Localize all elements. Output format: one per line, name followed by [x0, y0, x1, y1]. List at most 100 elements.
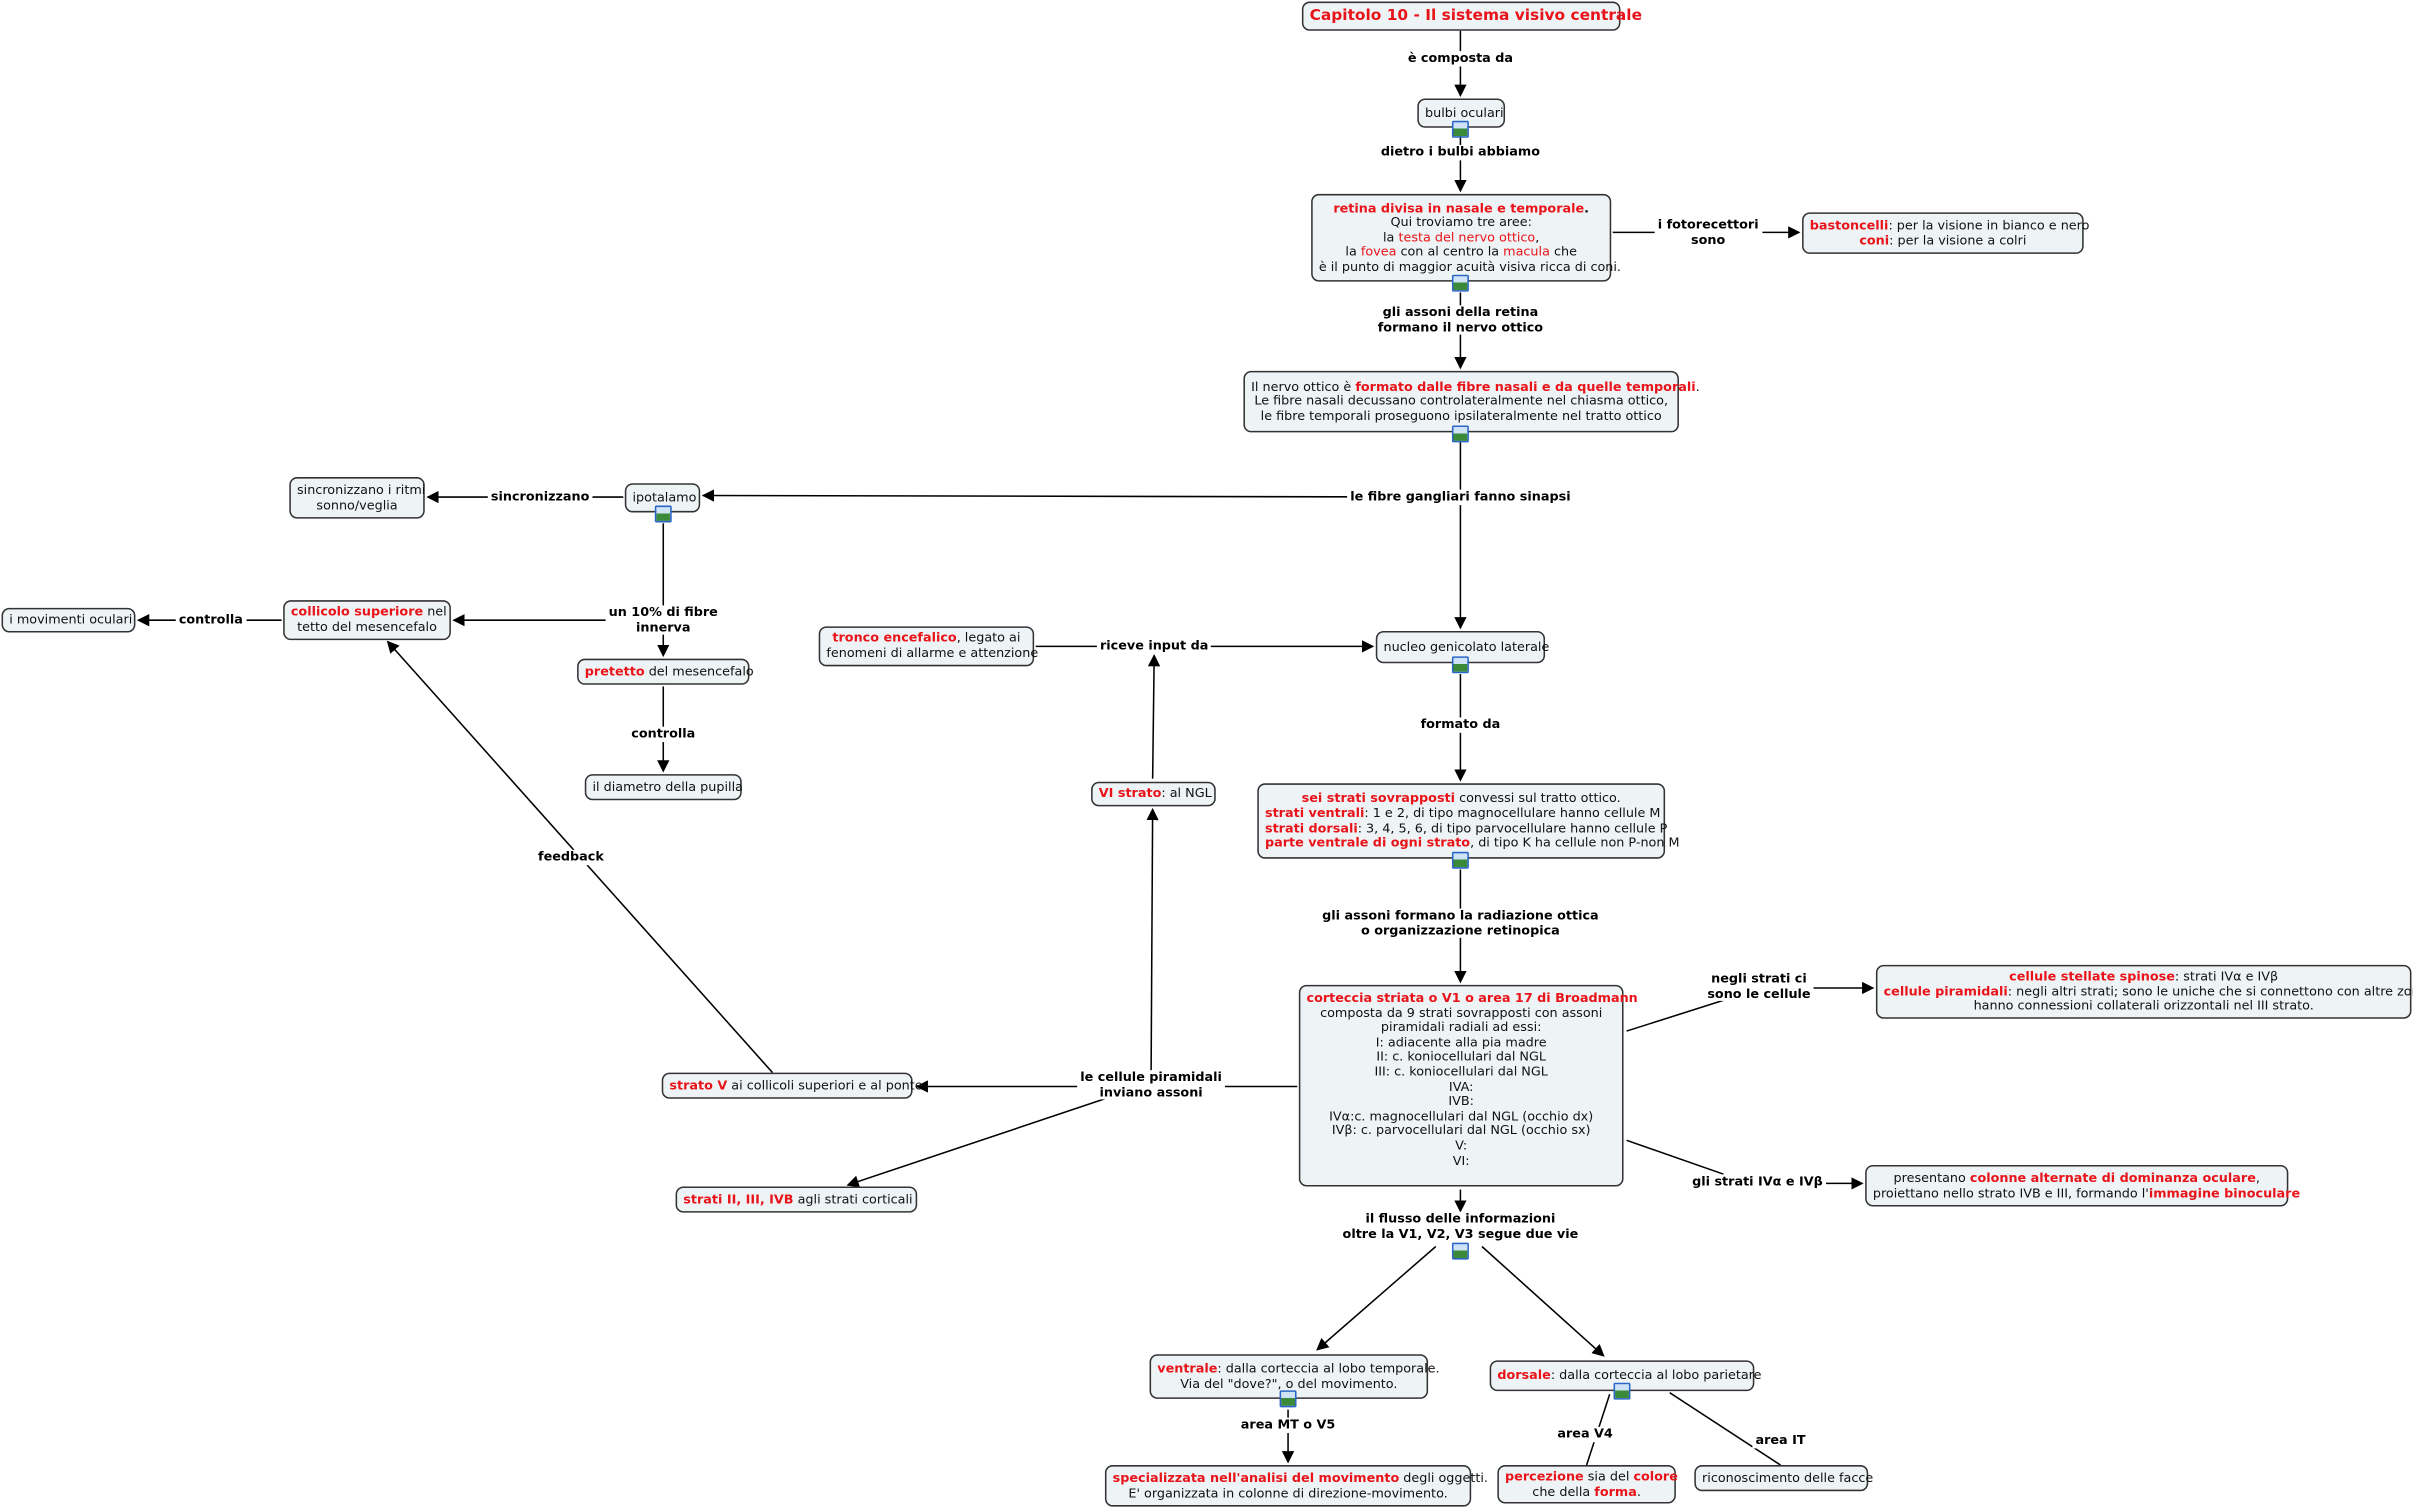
node-strati-ii-iii-ivb[interactable]: strati II, III, IVB agli strati cortical… — [675, 1186, 918, 1213]
node-pretetto[interactable]: pretetto del mesencefalo — [577, 658, 754, 685]
link-label: formato da — [1417, 716, 1504, 733]
image-icon[interactable] — [1451, 851, 1469, 869]
link-label: dietro i bulbi abbiamo — [1377, 144, 1544, 160]
link-text: feedback — [538, 848, 604, 864]
node-line: VI: — [1307, 1152, 1616, 1168]
node-via-ventrale[interactable]: ventrale: dalla corteccia al lobo tempor… — [1149, 1354, 1440, 1399]
node-text: Le fibre nasali decussano controlateralm… — [1254, 392, 1669, 409]
node-line: strato V ai collicoli superiori e al pon… — [669, 1077, 922, 1093]
node-text: sia del — [1583, 1467, 1634, 1484]
highlighted-text: corteccia striata o V1 o area 17 di Broa… — [1306, 989, 1638, 1005]
node-line: presentano colonne alternate di dominanz… — [1873, 1170, 2281, 1186]
node-cellule[interactable]: cellule stellate spinose: strati IVα e I… — [1875, 964, 2413, 1019]
node-ngl[interactable]: nucleo genicolato laterale — [1375, 630, 1549, 664]
node-text: degli oggetti. — [1399, 1469, 1488, 1485]
node-line: IVA: — [1307, 1078, 1616, 1095]
image-icon[interactable] — [1451, 120, 1469, 138]
link-text: un 10% di fibre — [608, 603, 718, 620]
node-text: è il punto di maggior acuità visiva ricc… — [1318, 258, 1622, 274]
node-riconoscimento-facce[interactable]: riconoscimento delle facce — [1694, 1465, 1873, 1492]
node-line: Le fibre nasali decussano controlateralm… — [1251, 392, 1671, 409]
node-line: le fibre temporali proseguono ipsilatera… — [1251, 408, 1671, 424]
node-line: la testa del nervo ottico, — [1319, 229, 1604, 245]
highlighted-text: cellule piramidali — [1883, 982, 2008, 999]
node-line: piramidali radiali ad essi: — [1307, 1019, 1616, 1036]
node-text: Via del "dove?", o del movimento. — [1180, 1375, 1398, 1391]
edge — [846, 1098, 1106, 1188]
node-analisi-movimento[interactable]: specializzata nell'analisi del movimento… — [1104, 1465, 1488, 1507]
node-line: percezione sia del colore — [1505, 1467, 1678, 1485]
image-icon[interactable] — [1451, 656, 1469, 674]
node-strato-v[interactable]: strato V ai collicoli superiori e al pon… — [661, 1072, 923, 1099]
link-text: gli strati IVα e IVβ — [1692, 1172, 1823, 1189]
node-nervo-ottico[interactable]: Il nervo ottico è formato dalle fibre na… — [1243, 370, 1700, 433]
node-vi-strato[interactable]: VI strato: al NGL — [1091, 781, 1216, 807]
node-text: piramidali radiali ad essi: — [1380, 1019, 1542, 1035]
highlighted-text: bastoncelli — [1809, 216, 1889, 233]
node-line: Capitolo 10 - Il sistema visivo centrale — [1310, 8, 1642, 24]
node-diametro-pupilla[interactable]: il diametro della pupilla — [584, 774, 743, 801]
node-text: : al NGL — [1161, 785, 1212, 801]
node-text: hanno connessioni collaterali orizzontal… — [1973, 997, 2314, 1014]
image-icon[interactable] — [1451, 1242, 1469, 1260]
node-line: E' organizzata in colonne di direzione-m… — [1113, 1485, 1464, 1501]
link-text: il flusso delle informazioni — [1365, 1210, 1556, 1226]
node-line: specializzata nell'analisi del movimento… — [1113, 1470, 1488, 1486]
node-title[interactable]: Capitolo 10 - Il sistema visivo centrale — [1301, 1, 1642, 31]
node-corteccia-striata[interactable]: corteccia striata o V1 o area 17 di Broa… — [1298, 984, 1638, 1187]
link-label: area V4 — [1554, 1426, 1616, 1442]
node-text: II: c. koniocellulari dal NGL — [1376, 1048, 1546, 1064]
highlighted-text: percezione — [1505, 1467, 1584, 1484]
node-line: IVβ: c. parvocellulari dal NGL (occhio s… — [1307, 1123, 1616, 1139]
node-text: bulbi oculari — [1425, 104, 1504, 120]
node-text: agli strati corticali — [793, 1190, 913, 1207]
node-text: IVB: — [1448, 1092, 1474, 1109]
edge — [1481, 1245, 1605, 1357]
link-text: sono — [1691, 230, 1726, 247]
image-icon[interactable] — [1451, 425, 1469, 443]
highlighted-text: coni — [1859, 231, 1890, 247]
node-text: . — [1584, 199, 1590, 215]
link-text: le cellule piramidali — [1080, 1068, 1222, 1085]
node-text: : strati IVα e IVβ — [2174, 968, 2279, 984]
link-label: area IT — [1752, 1432, 1809, 1448]
edge — [1626, 1139, 1724, 1175]
highlighted-text: ventrale — [1157, 1360, 1218, 1376]
node-line: sincronizzano i ritmi — [297, 482, 425, 498]
node-sei-strati[interactable]: sei strati sovrapposti convessi sul trat… — [1257, 783, 1680, 859]
link-text: gli assoni formano la radiazione ottica — [1322, 907, 1599, 923]
edge — [1669, 1392, 1781, 1466]
node-line: strati dorsali: 3, 4, 5, 6, di tipo parv… — [1265, 820, 1667, 836]
link-label: è composta da — [1404, 50, 1517, 66]
image-icon[interactable] — [654, 505, 672, 523]
node-text: : negli altri strati; sono le uniche che… — [2007, 982, 2413, 999]
node-line: collicolo superiore nel — [291, 604, 447, 620]
node-line: ipotalamo — [632, 489, 696, 505]
node-retina[interactable]: retina divisa in nasale e temporale.Qui … — [1311, 193, 1621, 282]
link-text: negli strati ci — [1711, 970, 1807, 986]
node-line: ventrale: dalla corteccia al lobo tempor… — [1157, 1360, 1439, 1377]
node-movimenti-oculari[interactable]: i movimenti oculari — [1, 607, 136, 633]
image-icon[interactable] — [1451, 274, 1469, 292]
highlighted-text: colore — [1633, 1467, 1678, 1484]
link-label: controlla — [628, 725, 699, 742]
node-line: I: adiacente alla pia madre — [1307, 1034, 1616, 1050]
node-line: Qui troviamo tre aree: — [1319, 214, 1604, 231]
node-text: ai collicoli superiori e al ponte — [727, 1076, 923, 1093]
node-line: tronco encefalico, legato ai — [826, 630, 1026, 647]
image-icon[interactable] — [1279, 1390, 1297, 1408]
image-icon[interactable] — [1613, 1382, 1631, 1400]
link-text: controlla — [178, 611, 243, 627]
link-label: riceve input da — [1096, 638, 1212, 654]
node-fotorecettori[interactable]: bastoncelli: per la visione in bianco e … — [1802, 212, 2089, 254]
node-text: che — [1549, 243, 1577, 259]
node-colonne-dominanza[interactable]: presentano colonne alternate di dominanz… — [1865, 1164, 2300, 1207]
node-text: del mesencefalo — [644, 662, 754, 679]
node-line: la fovea con al centro la macula che — [1319, 243, 1604, 260]
